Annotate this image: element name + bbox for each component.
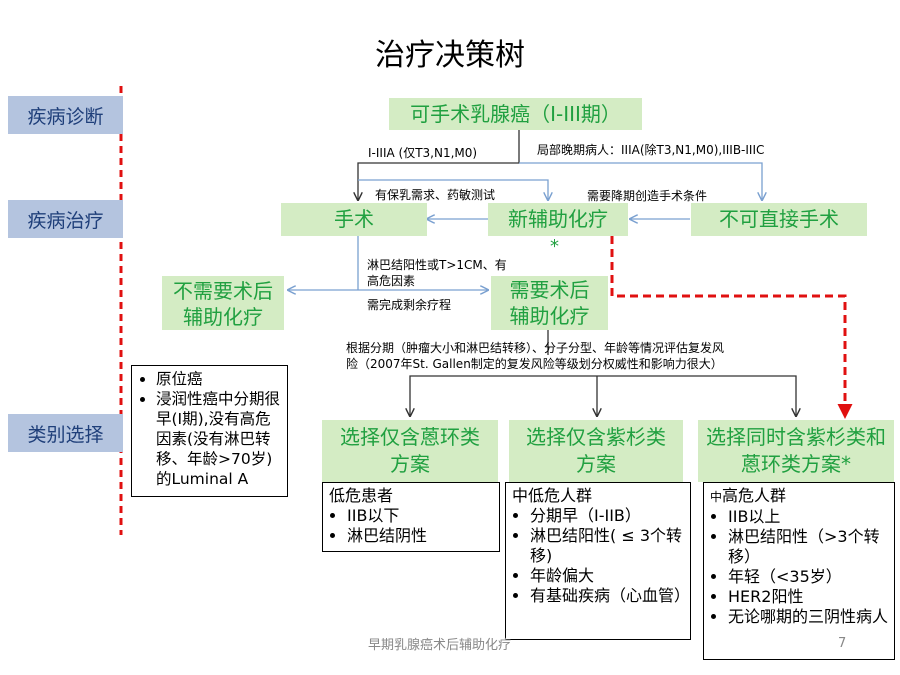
category-diagnosis: 疾病诊断 bbox=[8, 96, 123, 134]
edge-operable-to-not-direct bbox=[519, 162, 762, 200]
label-lymph-line1: 淋巴结阳性或T>1CM、有 bbox=[367, 258, 507, 272]
category-treatment: 疾病治疗 bbox=[8, 200, 123, 238]
option-anthracycline-label: 选择仅含蒽环类方案 bbox=[340, 425, 480, 476]
list-item: 浸润性癌中分期很早(I期),没有高危因素(没有淋巴转移、年龄>70岁) 的Lum… bbox=[156, 389, 281, 489]
node-need-adjuvant: 需要术后辅助化疗 bbox=[491, 276, 608, 330]
label-lymph-line2: 高危因素 bbox=[367, 274, 416, 288]
list-item: 淋巴结阴性 bbox=[347, 526, 493, 546]
neoadjuvant-asterisk: * bbox=[550, 236, 559, 257]
list-item: HER2阳性 bbox=[728, 587, 888, 607]
category-selection: 类别选择 bbox=[8, 414, 123, 452]
edge-neoadjuvant-to-combined bbox=[610, 236, 853, 419]
option-taxane-label: 选择仅含紫杉类方案 bbox=[526, 425, 666, 476]
label-assess-line1: 根据分期（肿瘤大小和淋巴结转移）、分子分型、年龄等情况评估复发风 bbox=[346, 341, 725, 355]
label-complete-course: 需完成剩余疗程 bbox=[367, 298, 452, 312]
high-risk-prefix: 中 bbox=[710, 490, 723, 504]
edge-breast-conserve bbox=[358, 179, 548, 200]
box-low-risk: 低危患者 IIB以下 淋巴结阴性 bbox=[322, 482, 500, 552]
node-option-taxane: 选择仅含紫杉类方案 bbox=[509, 420, 683, 482]
node-not-direct: 不可直接手术 bbox=[691, 203, 867, 236]
low-risk-heading: 低危患者 bbox=[329, 486, 394, 505]
edge-operable-to-surgery bbox=[358, 128, 520, 200]
label-breast-conserve: 有保乳需求、药敏测试 bbox=[375, 188, 496, 202]
label-advanced-stage: 局部晚期病人：IIIA(除T3,N1,M0),IIIB-IIIC bbox=[537, 143, 765, 157]
box-mid-risk: 中低危人群 分期早（I-IIB） 淋巴结阳性( ≤ 3个转移) 年龄偏大 有基础… bbox=[505, 482, 691, 640]
node-option-anthracycline: 选择仅含蒽环类方案 bbox=[322, 420, 498, 482]
label-assess-line2: 险（2007年St. Gallen制定的复发风险等级划分权威性和影响力很大） bbox=[346, 357, 723, 371]
node-no-adjuvant-label: 不需要术后辅助化疗 bbox=[173, 279, 273, 329]
list-item: 淋巴结阳性( ≤ 3个转移) bbox=[530, 526, 684, 566]
label-downstage: 需要降期创造手术条件 bbox=[587, 189, 708, 203]
list-item: 分期早（I-IIB） bbox=[530, 506, 684, 526]
label-early-stage: I-IIIA (仅T3,N1,M0) bbox=[368, 146, 478, 160]
box-high-risk: 中高危人群 IIB以上 淋巴结阳性（>3个转移） 年轻（<35岁） HER2阳性… bbox=[703, 482, 895, 660]
node-need-adjuvant-label: 需要术后辅助化疗 bbox=[509, 278, 590, 328]
list-item: 年龄偏大 bbox=[530, 566, 684, 586]
node-operable: 可手术乳腺癌（I-III期） bbox=[389, 98, 642, 130]
high-risk-heading: 中高危人群 bbox=[710, 486, 888, 507]
list-item: 原位癌 bbox=[156, 369, 281, 389]
list-item: IIB以下 bbox=[347, 506, 493, 526]
edge-to-combined bbox=[548, 375, 796, 416]
footer-text: 早期乳腺癌术后辅助化疗 bbox=[368, 638, 512, 653]
node-neoadjuvant: 新辅助化疗 bbox=[488, 203, 628, 236]
list-item: IIB以上 bbox=[728, 507, 888, 527]
list-item: 有基础疾病（心血管） bbox=[530, 586, 690, 606]
mid-risk-heading: 中低危人群 bbox=[512, 486, 593, 505]
list-item: 无论哪期的三阴性病人 bbox=[728, 607, 888, 627]
high-risk-heading-text: 高危人群 bbox=[722, 486, 787, 505]
edge-to-anthracycline bbox=[410, 375, 548, 416]
list-item: 年轻（<35岁） bbox=[728, 567, 888, 587]
node-surgery: 手术 bbox=[281, 203, 427, 236]
node-no-adjuvant: 不需要术后辅助化疗 bbox=[162, 276, 284, 330]
list-item: 淋巴结阳性（>3个转移） bbox=[728, 527, 888, 567]
option-combined-label: 选择同时含紫杉类和蒽环类方案* bbox=[706, 425, 886, 476]
page-number: 7 bbox=[838, 636, 847, 651]
box-no-adjuvant-criteria: 原位癌 浸润性癌中分期很早(I期),没有高危因素(没有淋巴转移、年龄>70岁) … bbox=[131, 365, 288, 497]
node-option-combined: 选择同时含紫杉类和蒽环类方案* bbox=[698, 420, 894, 482]
page-title: 治疗决策树 bbox=[375, 38, 525, 73]
